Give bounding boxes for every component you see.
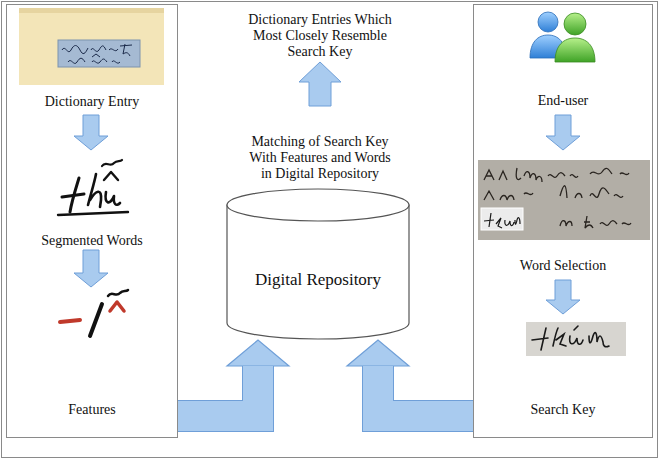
user-head [538, 12, 558, 32]
feature-dash [60, 320, 80, 322]
word-underline [58, 212, 128, 215]
flow-arrow [74, 250, 108, 287]
segmented-word [58, 160, 128, 215]
flow-arrow [74, 115, 108, 150]
word-stroke [88, 174, 101, 207]
word-stroke [106, 192, 120, 205]
dictionary-card [19, 8, 164, 85]
cylinder-outline [226, 188, 410, 340]
matching-caption: Matching of Search Key With Features and… [244, 134, 396, 182]
block-arrow [347, 340, 473, 416]
word-stroke [102, 160, 122, 166]
repository-cylinder: Digital Repository [226, 188, 410, 340]
query-panel: End-userWord SelectionSearch Key [473, 4, 653, 438]
feature-slash [90, 304, 102, 336]
card-edge [19, 8, 164, 13]
feature-strokes [60, 290, 128, 336]
result-arrow [299, 62, 341, 106]
node-caption: End-user [538, 93, 589, 109]
user-body [555, 38, 595, 62]
word-stroke [70, 178, 79, 212]
manuscript-image [478, 160, 650, 240]
selected-word-box [481, 208, 523, 230]
entry-slip [58, 40, 140, 67]
node-caption: Word Selection [520, 258, 606, 274]
node-caption: Segmented Words [41, 233, 143, 249]
user-icon [530, 12, 595, 62]
feature-tilde [108, 290, 128, 296]
flow-arrow [546, 115, 580, 150]
arrow-head [227, 340, 289, 366]
flow-arrow [546, 280, 580, 314]
user-head [564, 13, 586, 35]
arrow-shaft-outline [178, 366, 258, 416]
selected-word-handwriting [484, 213, 520, 228]
node-caption: Search Key [531, 402, 596, 418]
result-caption: Dictionary Entries Which Most Closely Re… [244, 12, 396, 60]
entry-handwriting [62, 44, 132, 63]
cylinder-body [227, 205, 409, 339]
arrow-shaft [378, 366, 473, 416]
arrow-shaft-outline [378, 366, 473, 416]
feature-hat [110, 302, 124, 311]
input-panel: Dictionary EntrySegmented WordsFeatures [6, 4, 178, 438]
node-caption: Digital Repository [255, 272, 381, 288]
node-caption: Features [68, 402, 115, 418]
arrow-shaft [178, 366, 258, 416]
search-key-image [526, 322, 626, 356]
word-stroke [104, 172, 118, 180]
arrow-head [347, 340, 409, 366]
node-caption: Dictionary Entry [45, 94, 139, 110]
cylinder-top [227, 189, 409, 221]
block-arrow [178, 340, 289, 416]
search-key-handwriting [532, 326, 609, 350]
